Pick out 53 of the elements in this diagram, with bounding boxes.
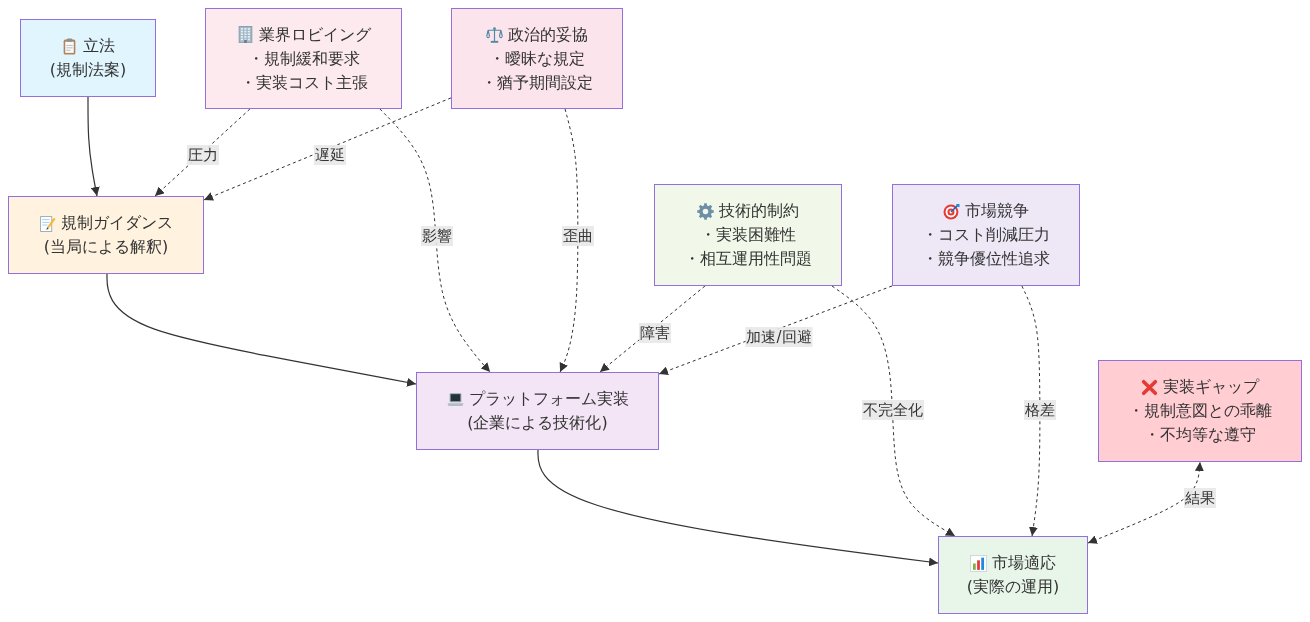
process-box — [892, 184, 1080, 286]
body-text: ・不均等な遵守 — [1144, 424, 1256, 446]
heading-text: 立法 — [83, 35, 115, 57]
body-text: ・規制緩和要求 — [247, 47, 360, 70]
body-text: ・実装困難性 — [700, 224, 796, 246]
edge-label: 遅延 — [314, 145, 346, 165]
edge-label: 歪曲 — [562, 226, 594, 246]
heading-text: プラットフォーム実装 — [468, 388, 629, 410]
body-text: ・曖昧な規定 — [489, 47, 585, 70]
arrow — [1021, 285, 1041, 537]
process-box — [654, 184, 842, 286]
arrow — [831, 285, 956, 537]
arrow — [1087, 461, 1204, 544]
heading-text: 規制ガイダンス — [61, 212, 173, 234]
body-text: (実際の運用) — [966, 576, 1060, 598]
process-box — [451, 8, 623, 109]
arrow — [658, 285, 893, 376]
body-text: ・コスト削減圧力 — [922, 224, 1050, 246]
edge-label: 加速/回避 — [745, 327, 813, 347]
heading-text: 技術的制約 — [719, 200, 799, 222]
arrow — [599, 285, 706, 373]
process-box — [205, 8, 402, 109]
process-box — [416, 372, 659, 450]
edge-label: 影響 — [421, 226, 453, 246]
arrow — [87, 96, 100, 197]
edge-label: 障害 — [639, 323, 671, 343]
heading-text: 市場適応 — [992, 552, 1056, 574]
body-text: ・実装コスト主張 — [239, 71, 368, 94]
process-box — [8, 196, 204, 274]
heading-text: 市場競争 — [965, 200, 1029, 222]
arrow — [537, 449, 939, 567]
body-text: ・相互運用性問題 — [684, 248, 812, 270]
process-box — [1098, 360, 1302, 462]
edge-label: 圧力 — [187, 145, 219, 165]
process-box — [938, 536, 1088, 614]
body-text: (規制法案) — [49, 59, 127, 81]
body-text: (企業による技術化) — [467, 412, 608, 434]
arrow — [559, 108, 579, 373]
edge-label: 格差 — [1024, 400, 1056, 420]
process-box — [20, 19, 156, 97]
arrow — [203, 97, 452, 201]
edge-label: 不完全化 — [862, 400, 924, 420]
arrow — [106, 273, 417, 387]
arrow — [379, 108, 491, 373]
body-text: ・規制意図との乖離 — [1128, 400, 1272, 422]
heading-text: 実装ギャップ — [1163, 376, 1259, 398]
arrow — [154, 108, 251, 197]
body-text: ・猶予期間設定 — [481, 71, 593, 94]
body-text: (当局による解釈) — [43, 236, 169, 258]
edge-label: 結果 — [1184, 488, 1216, 508]
heading-text: 政治的妥協 — [508, 23, 588, 46]
heading-text: 業界ロビイング — [258, 23, 371, 46]
body-text: ・競争優位性追求 — [922, 248, 1050, 270]
